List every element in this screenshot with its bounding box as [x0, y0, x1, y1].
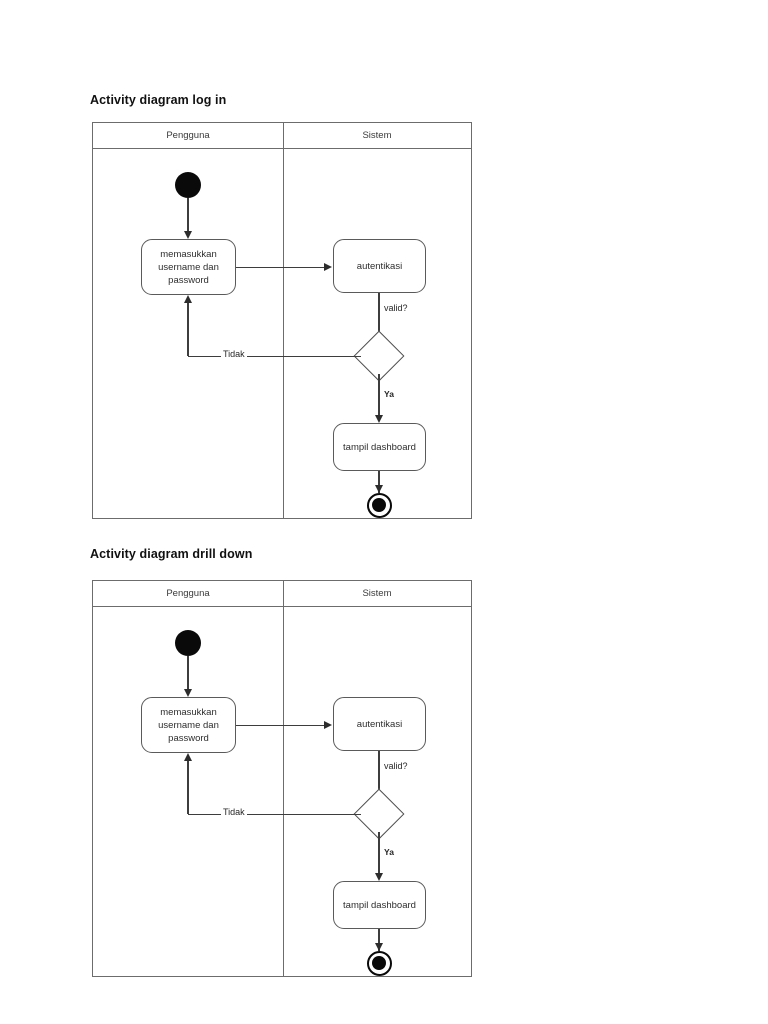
edge-label-valid: valid? [382, 761, 410, 771]
activity-diagram-log-in: Pengguna Sistem memasukkan username dan … [92, 122, 472, 519]
initial-node-icon [175, 172, 201, 198]
arrowhead-up-icon [183, 753, 192, 761]
edge-decision-no-horizontal [188, 813, 361, 815]
arrowhead-down-icon [374, 873, 383, 881]
activity-autentikasi: autentikasi [333, 697, 426, 751]
arrowhead-down-icon [183, 689, 192, 697]
swimlane-header-sistem: Sistem [362, 130, 392, 141]
activity-memasukkan-username-dan-password: memasukkan username dan password [141, 697, 236, 753]
activity-flow-canvas: memasukkan username dan password autenti… [93, 149, 471, 518]
arrowhead-down-icon [374, 415, 383, 423]
edge-input-to-autentikasi [236, 266, 324, 268]
edge-dashboard-to-final [378, 929, 380, 951]
edge-label-tidak: Tidak [221, 807, 247, 817]
edge-decision-no-horizontal [188, 355, 361, 357]
edge-label-tidak: Tidak [221, 349, 247, 359]
initial-node-icon [175, 630, 201, 656]
swimlane-header-row: Pengguna Sistem [93, 123, 471, 149]
final-node-icon [366, 493, 392, 518]
arrowhead-up-icon [183, 295, 192, 303]
edge-dashboard-to-final [378, 471, 380, 493]
edge-decision-yes [378, 832, 380, 875]
swimlane-header-pengguna: Pengguna [166, 588, 210, 599]
arrowhead-down-icon [374, 943, 383, 951]
edge-label-ya: Ya [382, 389, 396, 399]
arrowhead-right-icon [324, 262, 332, 271]
arrowhead-down-icon [183, 231, 192, 239]
edge-label-ya: Ya [382, 847, 396, 857]
page-title-activity-diagram-log-in: Activity diagram log in [90, 93, 227, 107]
final-node-icon [366, 951, 392, 976]
edge-decision-no-vertical [187, 303, 189, 356]
activity-tampil-dashboard: tampil dashboard [333, 881, 426, 929]
edge-autentikasi-to-decision [378, 293, 380, 338]
activity-tampil-dashboard: tampil dashboard [333, 423, 426, 471]
edge-input-to-autentikasi [236, 724, 324, 726]
edge-autentikasi-to-decision [378, 751, 380, 796]
swimlane-header-sistem: Sistem [362, 588, 392, 599]
activity-autentikasi: autentikasi [333, 239, 426, 293]
arrowhead-right-icon [324, 720, 332, 729]
edge-initial-to-input [187, 656, 189, 690]
swimlane-divider [283, 581, 285, 976]
edge-label-valid: valid? [382, 303, 410, 313]
activity-diagram-drill-down: Pengguna Sistem memasukkan username dan … [92, 580, 472, 977]
arrowhead-down-icon [374, 485, 383, 493]
swimlane-header-row: Pengguna Sistem [93, 581, 471, 607]
edge-decision-yes [378, 374, 380, 417]
activity-memasukkan-username-dan-password: memasukkan username dan password [141, 239, 236, 295]
page-title-activity-diagram-drill-down: Activity diagram drill down [90, 547, 253, 561]
edge-decision-no-vertical [187, 761, 189, 814]
edge-initial-to-input [187, 198, 189, 232]
swimlane-header-pengguna: Pengguna [166, 130, 210, 141]
activity-flow-canvas: memasukkan username dan password autenti… [93, 607, 471, 976]
swimlane-divider [283, 123, 285, 518]
